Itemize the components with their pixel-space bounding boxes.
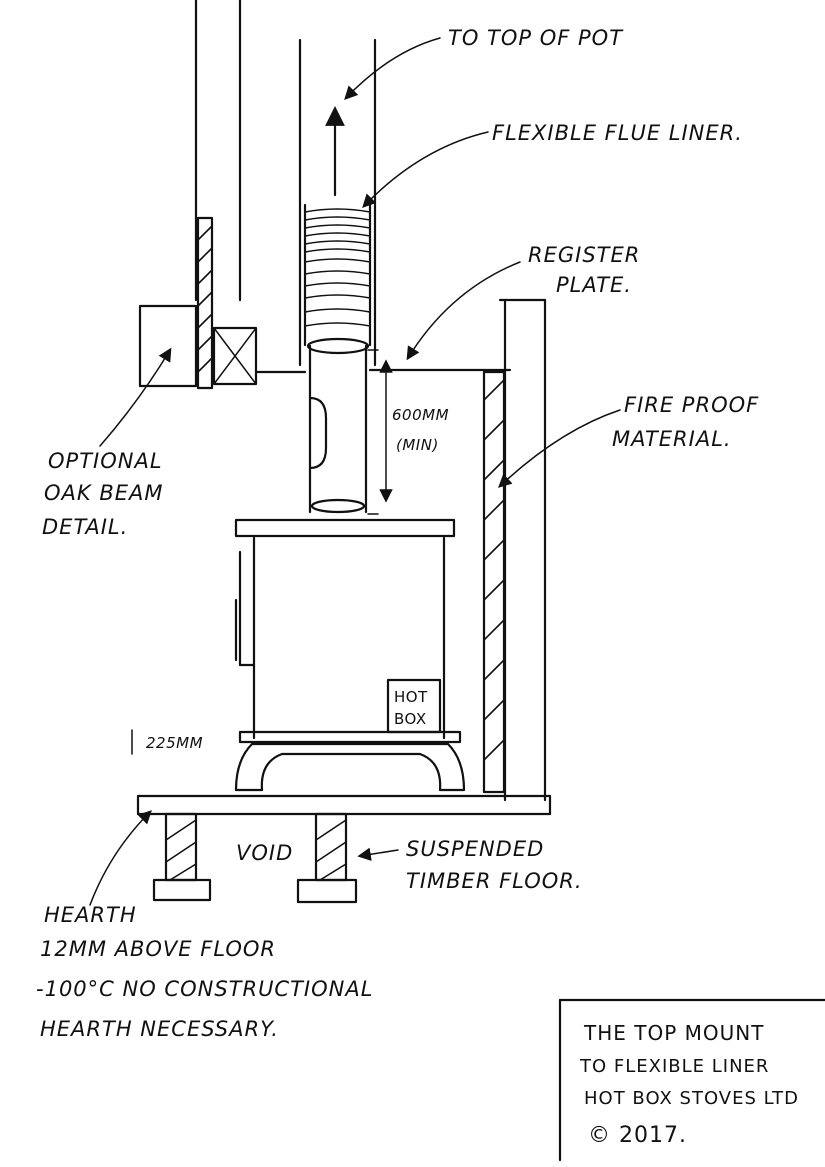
label-oak-beam-3: DETAIL. <box>42 515 128 539</box>
oak-beam <box>138 216 258 390</box>
title-line-2: TO FLEXIBLE LINER <box>579 1056 769 1077</box>
label-225mm: 225MM <box>146 734 203 752</box>
register-plate-line <box>254 368 512 374</box>
stove-badge-2: BOX <box>394 710 427 728</box>
chimney-walls <box>194 0 377 367</box>
hearth <box>136 794 552 816</box>
label-600mm: 600MM <box>392 406 449 424</box>
flexible-flue-liner <box>303 203 372 347</box>
stove-badge: HOT <box>394 688 428 706</box>
label-to-top-of-pot: TO TOP OF POT <box>448 26 624 50</box>
title-line-3: HOT BOX STOVES LTD <box>584 1088 799 1109</box>
stove-body <box>234 518 466 792</box>
label-hearth: HEARTH <box>44 903 137 927</box>
label-fire-proof: FIRE PROOF <box>624 393 759 417</box>
label-suspended-floor: SUSPENDED <box>406 837 544 861</box>
title-box: THE TOP MOUNT TO FLEXIBLE LINER HOT BOX … <box>558 998 825 1162</box>
right-wall <box>498 298 547 802</box>
floor-joists <box>152 812 358 904</box>
title-line-4: © 2017. <box>588 1123 687 1148</box>
label-hearth-4: HEARTH NECESSARY. <box>40 1017 279 1041</box>
label-register-plate-2: PLATE. <box>556 273 632 297</box>
label-hearth-3: -100°C NO CONSTRUCTIONAL <box>36 977 373 1001</box>
stove-flue-pipe <box>306 337 370 514</box>
label-suspended-floor-2: TIMBER FLOOR. <box>406 869 583 893</box>
leader-arrows <box>89 37 621 906</box>
title-line-1: THE TOP MOUNT <box>583 1021 764 1045</box>
label-fire-proof-2: MATERIAL. <box>612 427 732 451</box>
label-register-plate: REGISTER <box>528 243 640 267</box>
label-hearth-2: 12MM ABOVE FLOOR <box>40 937 276 961</box>
label-flexible-flue-liner: FLEXIBLE FLUE LINER. <box>492 121 743 145</box>
label-void: VOID <box>236 841 293 865</box>
label-oak-beam-2: OAK BEAM <box>44 481 164 505</box>
fire-proof-material <box>482 370 506 794</box>
label-600mm-min: (MIN) <box>396 436 439 454</box>
label-oak-beam: OPTIONAL <box>48 449 163 473</box>
